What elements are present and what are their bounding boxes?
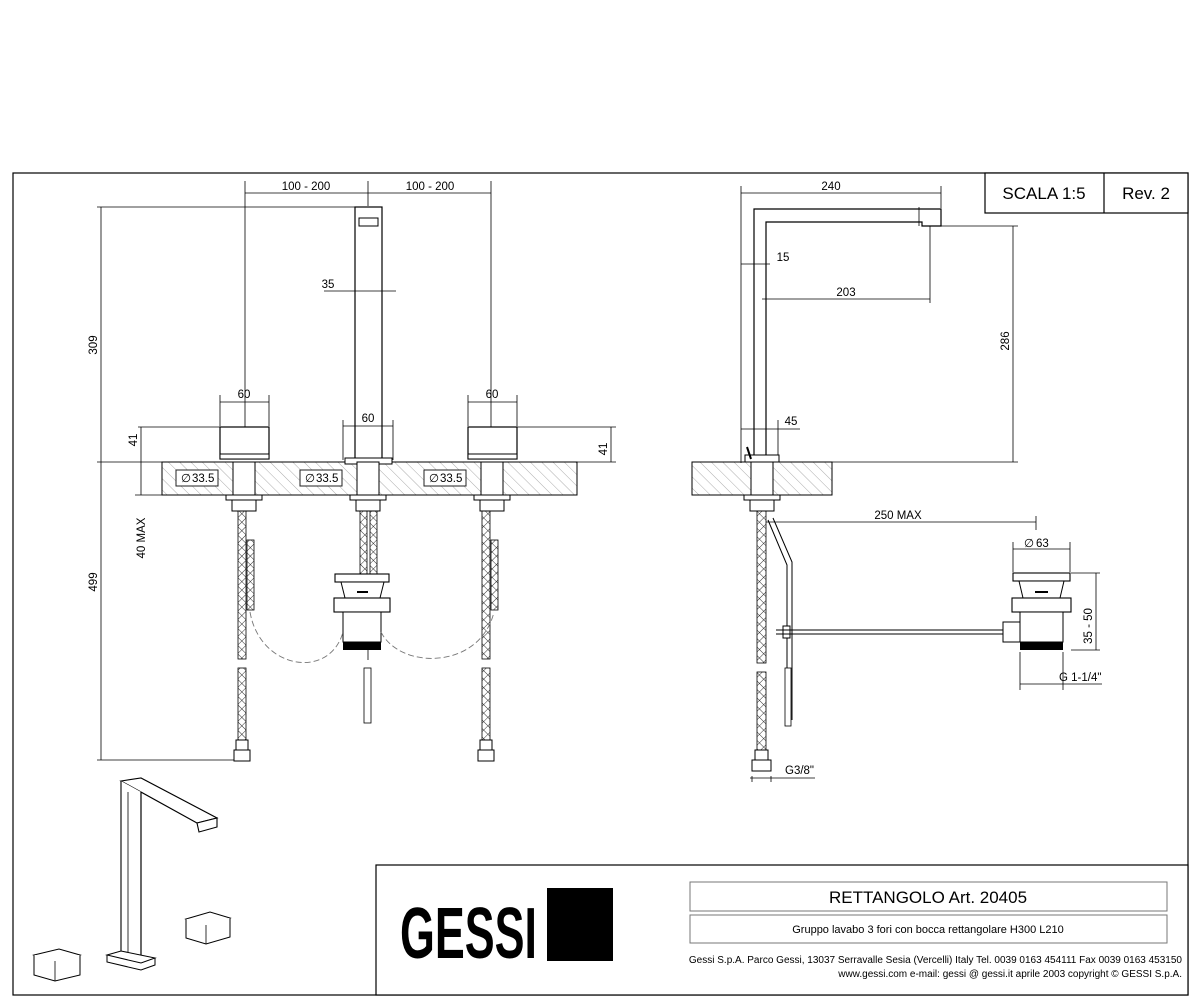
front-waste bbox=[333, 573, 391, 724]
total-height-dimension: 309 bbox=[88, 335, 100, 354]
hole-diameter-left: ∅ 33.5 bbox=[175, 469, 219, 487]
handle-height-right-dimension: 41 bbox=[598, 443, 610, 456]
right-hoses bbox=[477, 510, 499, 762]
svg-text:33.5: 33.5 bbox=[192, 473, 214, 485]
spout-reach-dimension: 203 bbox=[836, 287, 855, 299]
svg-text:GESSI: GESSI bbox=[400, 894, 537, 974]
svg-text:∅: ∅ bbox=[429, 473, 439, 485]
front-view: 100 - 200 100 - 200 309 499 41 41 40 MAX… bbox=[88, 181, 616, 762]
svg-text:∅: ∅ bbox=[1024, 538, 1034, 550]
logo-block bbox=[547, 888, 613, 961]
product-title: RETTANGOLO Art. 20405 bbox=[829, 888, 1027, 907]
hose-thread-dimension: G3/8" bbox=[785, 765, 814, 777]
handle-height-left-dimension: 41 bbox=[128, 434, 140, 447]
gessi-logo: GESSI bbox=[400, 894, 537, 974]
company-line-1: Gessi S.p.A. Parco Gessi, 13037 Serraval… bbox=[689, 955, 1183, 966]
svg-text:∅: ∅ bbox=[305, 473, 315, 485]
left-hoses bbox=[233, 510, 255, 762]
revision-label: Rev. 2 bbox=[1122, 184, 1170, 203]
side-spout bbox=[753, 208, 942, 459]
waste-diameter-dimension: 63 bbox=[1036, 538, 1049, 550]
spout-base-width-dimension: 60 bbox=[362, 413, 375, 425]
spacing-right-dimension: 100 - 200 bbox=[406, 181, 455, 193]
side-view: 240 15 203 286 45 G3/8" bbox=[691, 181, 1102, 782]
spout-tube-dimension: 15 bbox=[777, 252, 790, 264]
perspective-sketch bbox=[32, 777, 232, 982]
product-description: Gruppo lavabo 3 fori con bocca rettangol… bbox=[792, 924, 1064, 936]
hose-length-dimension: 499 bbox=[88, 572, 100, 591]
waste-distance-dimension: 250 MAX bbox=[874, 510, 922, 522]
spacing-left-dimension: 100 - 200 bbox=[282, 181, 331, 193]
svg-text:33.5: 33.5 bbox=[316, 473, 338, 485]
spout-height-dimension: 286 bbox=[1000, 331, 1012, 350]
title-block: GESSI RETTANGOLO Art. 20405 Gruppo lavab… bbox=[375, 864, 1189, 996]
handle-width-right-dimension: 60 bbox=[486, 389, 499, 401]
spout-width-dimension: 35 bbox=[322, 279, 335, 291]
deck-thickness-dimension: 40 MAX bbox=[136, 517, 148, 558]
company-line-2: www.gessi.com e-mail: gessi @ gessi.it a… bbox=[837, 969, 1182, 980]
waste-thread-dimension: G 1-1/4" bbox=[1059, 672, 1101, 684]
hole-diameter-right: ∅ 33.5 bbox=[423, 469, 467, 487]
svg-text:∅: ∅ bbox=[181, 473, 191, 485]
center-hoses bbox=[359, 510, 378, 577]
svg-text:33.5: 33.5 bbox=[440, 473, 462, 485]
base-width-dimension: 45 bbox=[785, 416, 798, 428]
waste-height-dimension: 35 - 50 bbox=[1083, 608, 1095, 644]
hole-diameter-center: ∅ 33.5 bbox=[299, 469, 343, 487]
scale-revision-box: SCALA 1:5 Rev. 2 bbox=[984, 172, 1189, 214]
scale-label: SCALA 1:5 bbox=[1002, 184, 1085, 203]
side-waste: ∅ 63 bbox=[1002, 538, 1072, 650]
reach-dimension: 240 bbox=[821, 181, 840, 193]
handle-width-left-dimension: 60 bbox=[238, 389, 251, 401]
